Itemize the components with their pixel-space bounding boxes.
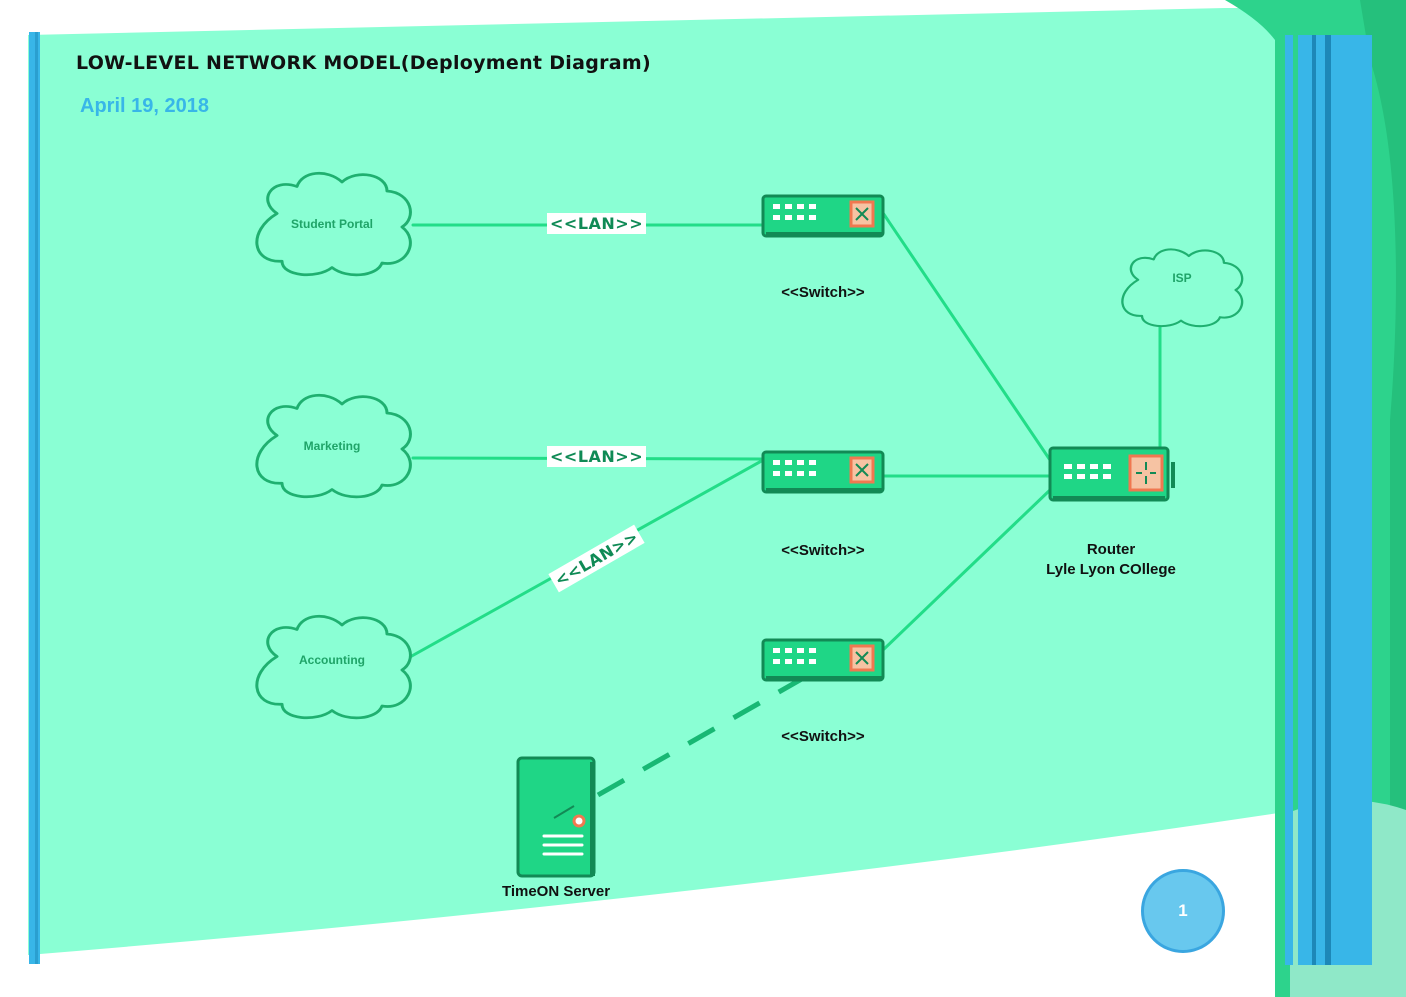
cloud-isp xyxy=(1121,248,1244,328)
link-server-switch3-dashed xyxy=(596,657,837,798)
link-switch1-router xyxy=(881,211,1052,462)
left-blue-bar xyxy=(29,32,40,964)
cloud-accounting xyxy=(255,614,412,720)
router-label: Router Lyle Lyon COllege xyxy=(1011,540,1211,580)
cloud-label-marketing: Marketing xyxy=(303,439,361,453)
lan-label-student-portal: <<LAN>> xyxy=(547,213,647,234)
switch-2-label: <<Switch>> xyxy=(781,542,865,559)
right-blue-bar-thin xyxy=(1285,35,1293,965)
cloud-label-student-portal: Student Portal xyxy=(290,217,373,231)
cloud-label-isp: ISP xyxy=(1172,271,1192,285)
router-label-line2: Lyle Lyon COllege xyxy=(1046,561,1176,578)
page-number-badge: 1 xyxy=(1141,869,1225,953)
switch-1-label: <<Switch>> xyxy=(781,284,865,301)
timeon-server-device xyxy=(516,756,596,878)
cloud-label-accounting: Accounting xyxy=(299,653,365,667)
link-switch3-router xyxy=(881,488,1052,652)
switch-2 xyxy=(761,450,885,494)
switch-3-label: <<Switch>> xyxy=(781,728,865,745)
server-label: TimeON Server xyxy=(501,883,611,900)
right-blue-bar-wide xyxy=(1298,35,1372,965)
router-device xyxy=(1048,446,1175,502)
switch-3 xyxy=(761,638,885,682)
right-panel-shade xyxy=(1360,0,1406,810)
diagram-date: April 19, 2018 xyxy=(80,95,209,117)
diagram-title: LOW-LEVEL NETWORK MODEL(Deployment Diagr… xyxy=(76,52,651,74)
switch-1 xyxy=(761,194,885,238)
router-label-line1: Router xyxy=(1086,541,1136,558)
lan-label-marketing: <<LAN>> xyxy=(547,446,647,467)
page-number: 1 xyxy=(1178,901,1188,920)
